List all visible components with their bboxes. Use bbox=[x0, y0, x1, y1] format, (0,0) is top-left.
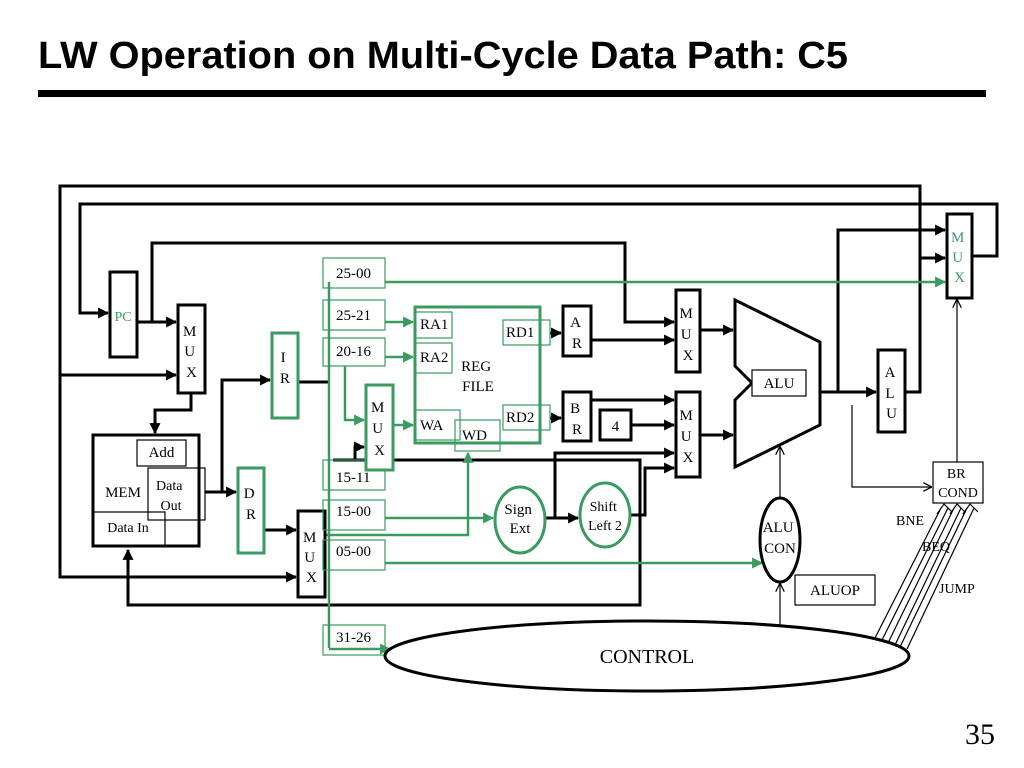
write-address-mux: M U X bbox=[364, 383, 395, 472]
wire-pc-to-alu-mux bbox=[150, 241, 676, 328]
field-15-11: 15-11 bbox=[336, 470, 370, 486]
pc-register: PC bbox=[108, 270, 139, 359]
slide-title: LW Operation on Multi-Cycle Data Path: C… bbox=[38, 35, 848, 77]
mux-label: M U X bbox=[183, 324, 200, 381]
write-data-mux: M U X bbox=[296, 509, 327, 599]
ra2-label: RA2 bbox=[420, 350, 448, 366]
signal-bne-label: BNE bbox=[896, 514, 924, 529]
a-register: A R bbox=[561, 304, 593, 358]
br-cond-label: BR COND bbox=[938, 467, 978, 501]
signal-jump-label: JUMP bbox=[939, 582, 975, 597]
shift-left-unit: Shift Left 2 bbox=[578, 481, 632, 549]
alu-a-mux: M U X bbox=[674, 288, 702, 374]
alu-con-label: ALU CON bbox=[763, 520, 798, 557]
wa-port bbox=[414, 409, 461, 441]
register-file: RA1 RA2 REG FILE WA WD RD1 RD2 bbox=[413, 305, 551, 452]
ir-fields: 25-00 25-21 20-16 15-11 15-00 05-00 31-2… bbox=[322, 257, 386, 656]
wire-to-data-in bbox=[122, 458, 642, 607]
mem-data-in-label: Data In bbox=[107, 521, 149, 536]
control-label: CONTROL bbox=[600, 646, 694, 668]
br-label: B R bbox=[570, 401, 584, 438]
mem-data-out-label: Data Out bbox=[156, 479, 186, 514]
rd1-port bbox=[502, 319, 551, 346]
memory-unit: Add Data Out MEM Data In bbox=[91, 433, 206, 548]
constant-four: 4 bbox=[598, 408, 633, 442]
address-mux: M U X bbox=[176, 303, 207, 395]
dr-label: D R bbox=[244, 486, 259, 523]
page-number: 35 bbox=[965, 718, 995, 751]
reg-file-label: REG FILE bbox=[461, 359, 495, 395]
mux-label: M U X bbox=[303, 530, 320, 586]
field-31-26: 31-26 bbox=[336, 630, 371, 646]
ir-label: I R bbox=[280, 350, 290, 387]
alu-b-mux: M U X bbox=[674, 390, 702, 479]
datapath-wires bbox=[58, 184, 999, 650]
b-register: B R bbox=[561, 390, 593, 443]
ra1-label: RA1 bbox=[420, 317, 448, 333]
wire-shift-to-mux bbox=[630, 462, 676, 517]
alu-label-box bbox=[751, 369, 807, 397]
title-rule bbox=[38, 90, 986, 97]
mem-data-in-port bbox=[92, 511, 166, 547]
wire-20-16-to-wa-mux bbox=[343, 366, 366, 426]
field-05-00: 05-00 bbox=[336, 544, 371, 560]
instruction-register: I R bbox=[270, 331, 300, 420]
alu-out-label: A L U bbox=[885, 365, 899, 422]
field-25-00: 25-00 bbox=[336, 266, 371, 282]
wire-mem-to-ir bbox=[220, 374, 272, 492]
alu-control-unit: ALU CON bbox=[758, 496, 802, 584]
ra1-port bbox=[414, 311, 453, 339]
field-15-00: 15-00 bbox=[336, 504, 371, 520]
alu-unit: ALU bbox=[733, 297, 822, 470]
signal-jump-line bbox=[899, 503, 979, 650]
wire-mux-to-mem bbox=[149, 393, 193, 435]
field-20-16: 20-16 bbox=[336, 344, 371, 360]
rd2-port bbox=[502, 404, 551, 431]
wire-alu-to-br-cond bbox=[851, 405, 931, 487]
signal-bne-line bbox=[874, 503, 953, 641]
ar-label: A R bbox=[570, 315, 584, 352]
wd-label: WD bbox=[462, 428, 487, 444]
aluop-signal: ALUOP bbox=[794, 574, 876, 606]
mem-label: MEM bbox=[105, 485, 141, 501]
wire-next-pc-to-pc bbox=[78, 202, 999, 319]
wire-alu-to-next-pc-mux bbox=[836, 224, 947, 392]
wa-label: WA bbox=[420, 418, 443, 434]
sign-extend-unit: Sign Ext bbox=[493, 485, 547, 555]
alu-label: ALU bbox=[764, 376, 795, 392]
control-unit: CONTROL bbox=[383, 619, 911, 693]
data-register: D R bbox=[236, 466, 266, 555]
aluop-label: ALUOP bbox=[810, 583, 860, 599]
mem-add-port bbox=[136, 439, 187, 467]
wire-wd-mux-to-wd bbox=[325, 451, 474, 537]
pc-label: PC bbox=[114, 310, 131, 325]
wd-port bbox=[454, 419, 501, 452]
highlighted-wires bbox=[325, 276, 947, 655]
signal-beq-line bbox=[887, 503, 966, 646]
mem-add-label: Add bbox=[149, 445, 175, 461]
mux-label: M U X bbox=[951, 230, 968, 286]
branch-condition-unit: BR COND bbox=[932, 461, 984, 504]
field-25-21: 25-21 bbox=[336, 308, 371, 324]
constant-four-label: 4 bbox=[612, 419, 620, 435]
ra2-port bbox=[414, 342, 453, 374]
alu-out-register: A L U bbox=[876, 348, 907, 434]
wire-sign-ext-to-mux bbox=[553, 447, 676, 518]
mux-label: M U X bbox=[371, 400, 388, 459]
mux-label: M U X bbox=[679, 408, 696, 466]
mem-data-out-port bbox=[147, 467, 206, 521]
rd2-label: RD2 bbox=[506, 410, 534, 426]
next-pc-mux: M U X bbox=[945, 212, 974, 300]
sign-ext-label: Sign Ext bbox=[504, 502, 535, 537]
shift-left-label: Shift Left 2 bbox=[588, 500, 622, 534]
wire-alu-out-loop bbox=[58, 184, 922, 583]
signal-beq-label: BEQ bbox=[922, 540, 950, 555]
rd1-label: RD1 bbox=[506, 325, 534, 341]
mux-label: M U X bbox=[679, 306, 696, 364]
wire-15-11-to-mux bbox=[353, 441, 366, 460]
